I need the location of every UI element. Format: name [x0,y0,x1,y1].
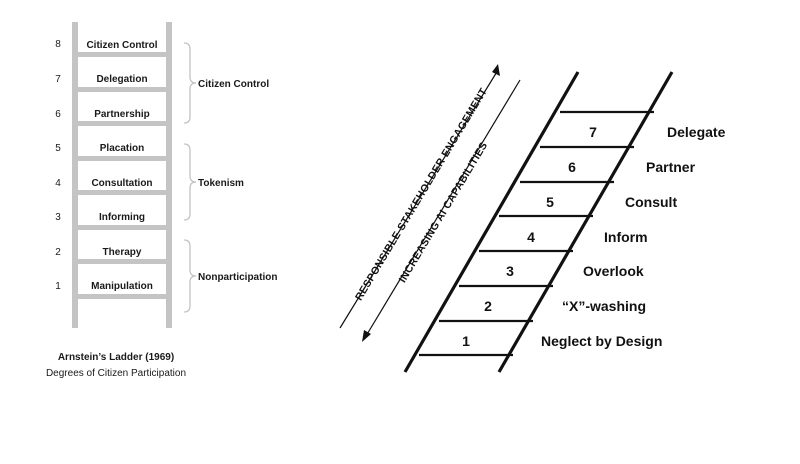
engagement-arrow-label: RESPONSIBLE STAKEHOLDER ENGAGEMENT [353,86,490,303]
caption-subtitle: Degrees of Citizen Participation [46,368,186,379]
rung-number: 5 [546,194,554,210]
arnstein-ladder: Citizen Control Delegation Partnership P… [46,22,277,379]
rung-number: 5 [55,143,61,154]
group-brace [183,143,197,221]
engagement-arrow [339,64,500,329]
rung-label: Placation [100,143,144,154]
right-rail [497,71,674,373]
rung-bar [72,156,172,161]
rung-bar [72,121,172,126]
arrow-line [365,79,521,337]
rung-label: Partnership [94,109,150,120]
rung-bar [72,225,172,230]
group-brace [183,42,197,124]
rung-label: Neglect by Design [541,333,662,349]
rung-label: Consult [625,194,677,210]
arrow-head-up [492,64,500,76]
left-rail [72,22,78,328]
ai-engagement-ladder: 7 6 5 4 3 2 1 Delegate Partner Consult I… [339,64,726,373]
arrow-head-down [362,330,371,342]
group-label: Tokenism [198,178,244,189]
rung-label: Inform [604,229,648,245]
rung-label: Overlook [583,263,644,279]
rung-number: 1 [55,281,61,292]
rung-number: 4 [55,178,61,189]
rung-number: 1 [462,333,470,349]
rung-label: Delegation [96,74,147,85]
right-rail [166,22,172,328]
rung-label: “X”-washing [562,298,646,314]
rung-label: Delegate [667,124,726,140]
rung-label: Therapy [103,247,142,258]
rung-number: 3 [55,212,61,223]
group-label: Citizen Control [198,79,269,90]
rung-label: Consultation [91,178,152,189]
rung-number: 2 [55,247,61,258]
capabilities-arrow [362,79,521,342]
arrow-line [339,69,499,329]
caption-title: Arnstein’s Ladder (1969) [58,352,174,363]
rung-number: 4 [527,229,535,245]
rung-label: Partner [646,159,696,175]
rung-number: 3 [506,263,514,279]
rung-bar [72,52,172,57]
rung-number: 7 [55,74,61,85]
rung-number: 6 [55,109,61,120]
rung-number: 8 [55,39,61,50]
rung-bar [72,259,172,264]
rung-bar [72,294,172,299]
rung-label: Informing [99,212,145,223]
rung-label: Manipulation [91,281,153,292]
left-rail [403,71,580,373]
rung-bar [72,87,172,92]
rung-number: 7 [589,124,597,140]
rung-bar [72,190,172,195]
group-brace [183,239,197,313]
group-label: Nonparticipation [198,272,277,283]
rung-label: Citizen Control [86,40,157,51]
rung-number: 2 [484,298,492,314]
rung-number: 6 [568,159,576,175]
